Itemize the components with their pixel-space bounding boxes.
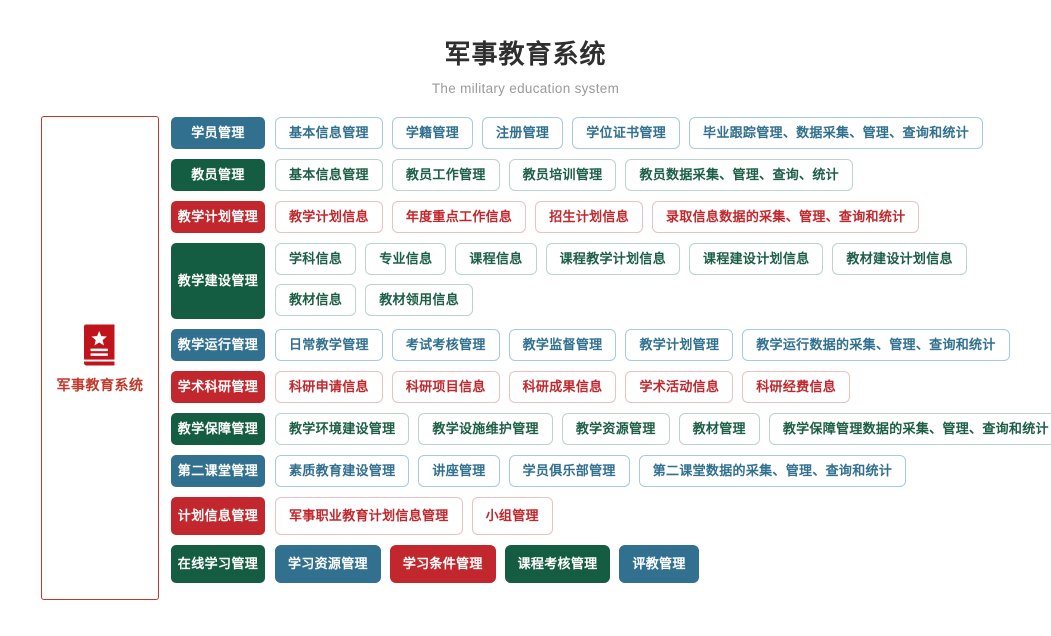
module-item-button[interactable]: 军事职业教育计划信息管理 [275,497,463,535]
category-button[interactable]: 在线学习管理 [171,545,265,583]
module-row: 教学保障管理教学环境建设管理教学设施维护管理教学资源管理教材管理教学保障管理数据… [171,413,1051,445]
module-item-line: 基本信息管理教员工作管理教员培训管理教员数据采集、管理、查询、统计 [275,159,1051,191]
book-star-icon [77,322,123,368]
module-items: 军事职业教育计划信息管理小组管理 [265,497,1051,535]
module-row: 学术科研管理科研申请信息科研项目信息科研成果信息学术活动信息科研经费信息 [171,371,1051,403]
module-items: 科研申请信息科研项目信息科研成果信息学术活动信息科研经费信息 [265,371,1051,403]
module-items: 教学计划信息年度重点工作信息招生计划信息录取信息数据的采集、管理、查询和统计 [265,201,1051,233]
module-item-button[interactable]: 教员培训管理 [508,159,617,191]
module-item-button[interactable]: 教学保障管理数据的采集、管理、查询和统计 [768,413,1051,445]
module-item-line: 教学环境建设管理教学设施维护管理教学资源管理教材管理教学保障管理数据的采集、管理… [275,413,1051,445]
module-item-button[interactable]: 教学计划管理 [625,329,734,361]
module-row: 第二课堂管理素质教育建设管理讲座管理学员俱乐部管理第二课堂数据的采集、管理、查询… [171,455,1051,487]
module-item-button[interactable]: 教学设施维护管理 [418,413,553,445]
category-button[interactable]: 第二课堂管理 [171,455,265,487]
module-item-button[interactable]: 第二课堂数据的采集、管理、查询和统计 [638,455,907,487]
module-row: 教学运行管理日常教学管理考试考核管理教学监督管理教学计划管理教学运行数据的采集、… [171,329,1051,361]
category-button[interactable]: 教学计划管理 [171,201,265,233]
category-button[interactable]: 教员管理 [171,159,265,191]
module-item-button[interactable]: 教材信息 [275,284,357,316]
module-item-button[interactable]: 小组管理 [471,497,553,535]
module-item-button[interactable]: 课程建设计划信息 [689,243,824,275]
module-item-button[interactable]: 招生计划信息 [535,201,644,233]
module-item-button[interactable]: 科研成果信息 [508,371,617,403]
module-item-button[interactable]: 学位证书管理 [572,117,681,149]
category-button[interactable]: 学员管理 [171,117,265,149]
sidebar-system-label: 军事教育系统 [56,376,144,393]
module-items: 教学环境建设管理教学设施维护管理教学资源管理教材管理教学保障管理数据的采集、管理… [265,413,1051,445]
module-item-line: 学科信息专业信息课程信息课程教学计划信息课程建设计划信息教材建设计划信息 [275,243,1051,275]
module-item-button[interactable]: 课程教学计划信息 [545,243,681,275]
module-row: 教员管理基本信息管理教员工作管理教员培训管理教员数据采集、管理、查询、统计 [171,159,1051,191]
module-item-button[interactable]: 素质教育建设管理 [275,455,410,487]
module-item-button[interactable]: 基本信息管理 [275,117,383,149]
module-item-button[interactable]: 学习条件管理 [389,545,496,583]
module-row: 教学计划管理教学计划信息年度重点工作信息招生计划信息录取信息数据的采集、管理、查… [171,201,1051,233]
module-item-button[interactable]: 科研申请信息 [275,371,383,403]
module-item-button[interactable]: 基本信息管理 [275,159,383,191]
module-item-button[interactable]: 学科信息 [275,243,357,275]
module-item-line: 基本信息管理学籍管理注册管理学位证书管理毕业跟踪管理、数据采集、管理、查询和统计 [275,117,1051,149]
module-item-line: 日常教学管理考试考核管理教学监督管理教学计划管理教学运行数据的采集、管理、查询和… [275,329,1051,361]
module-item-button[interactable]: 注册管理 [482,117,564,149]
module-item-button[interactable]: 学籍管理 [391,117,474,149]
category-button[interactable]: 计划信息管理 [171,497,265,535]
module-item-line: 学习资源管理学习条件管理课程考核管理评教管理 [275,545,1051,583]
page-header: 军事教育系统 The military education system [0,0,1051,97]
category-button[interactable]: 教学运行管理 [171,329,265,361]
module-item-button[interactable]: 课程考核管理 [504,545,611,583]
module-item-button[interactable]: 科研项目信息 [391,371,500,403]
module-item-line: 教材信息教材领用信息 [275,284,1051,316]
module-item-line: 军事职业教育计划信息管理小组管理 [275,497,1051,535]
module-item-button[interactable]: 教学计划信息 [275,201,383,233]
module-item-button[interactable]: 日常教学管理 [275,329,383,361]
module-items: 基本信息管理教员工作管理教员培训管理教员数据采集、管理、查询、统计 [265,159,1051,191]
page-title: 军事教育系统 [444,39,607,69]
module-item-button[interactable]: 录取信息数据的采集、管理、查询和统计 [652,201,920,233]
module-item-button[interactable]: 考试考核管理 [391,329,500,361]
module-item-button[interactable]: 年度重点工作信息 [391,201,527,233]
module-items: 学习资源管理学习条件管理课程考核管理评教管理 [265,545,1051,583]
module-items: 日常教学管理考试考核管理教学监督管理教学计划管理教学运行数据的采集、管理、查询和… [265,329,1051,361]
sidebar-system-card[interactable]: 军事教育系统 [41,116,159,600]
module-rows: 学员管理基本信息管理学籍管理注册管理学位证书管理毕业跟踪管理、数据采集、管理、查… [159,116,1051,583]
module-item-button[interactable]: 讲座管理 [418,455,500,487]
module-items: 素质教育建设管理讲座管理学员俱乐部管理第二课堂数据的采集、管理、查询和统计 [265,455,1051,487]
module-item-button[interactable]: 教学监督管理 [508,329,617,361]
module-item-button[interactable]: 科研经费信息 [742,371,851,403]
module-items: 基本信息管理学籍管理注册管理学位证书管理毕业跟踪管理、数据采集、管理、查询和统计 [265,117,1051,149]
category-button[interactable]: 教学建设管理 [171,243,265,319]
module-item-button[interactable]: 教学环境建设管理 [275,413,410,445]
module-row: 教学建设管理学科信息专业信息课程信息课程教学计划信息课程建设计划信息教材建设计划… [171,243,1051,319]
module-item-button[interactable]: 教材管理 [678,413,760,445]
module-item-button[interactable]: 学术活动信息 [625,371,734,403]
page-subtitle: The military education system [431,81,620,96]
module-row: 学员管理基本信息管理学籍管理注册管理学位证书管理毕业跟踪管理、数据采集、管理、查… [171,117,1051,149]
module-item-button[interactable]: 教员工作管理 [391,159,500,191]
module-item-button[interactable]: 教员数据采集、管理、查询、统计 [625,159,853,191]
module-item-line: 素质教育建设管理讲座管理学员俱乐部管理第二课堂数据的采集、管理、查询和统计 [275,455,1051,487]
module-item-button[interactable]: 毕业跟踪管理、数据采集、管理、查询和统计 [689,117,984,149]
module-item-line: 科研申请信息科研项目信息科研成果信息学术活动信息科研经费信息 [275,371,1051,403]
module-item-button[interactable]: 学习资源管理 [275,545,381,583]
module-item-button[interactable]: 学员俱乐部管理 [508,455,630,487]
module-item-button[interactable]: 教材建设计划信息 [832,243,967,275]
module-item-button[interactable]: 评教管理 [619,545,699,583]
module-row: 计划信息管理军事职业教育计划信息管理小组管理 [171,497,1051,535]
module-row: 在线学习管理学习资源管理学习条件管理课程考核管理评教管理 [171,545,1051,583]
module-items: 学科信息专业信息课程信息课程教学计划信息课程建设计划信息教材建设计划信息教材信息… [265,243,1051,319]
module-item-button[interactable]: 课程信息 [455,243,537,275]
module-item-line: 教学计划信息年度重点工作信息招生计划信息录取信息数据的采集、管理、查询和统计 [275,201,1051,233]
category-button[interactable]: 教学保障管理 [171,413,265,445]
module-item-button[interactable]: 教材领用信息 [365,284,474,316]
module-item-button[interactable]: 教学资源管理 [561,413,670,445]
category-button[interactable]: 学术科研管理 [171,371,265,403]
module-item-button[interactable]: 教学运行数据的采集、管理、查询和统计 [742,329,1010,361]
module-item-button[interactable]: 专业信息 [365,243,447,275]
page-content: 军事教育系统 学员管理基本信息管理学籍管理注册管理学位证书管理毕业跟踪管理、数据… [0,97,1051,600]
